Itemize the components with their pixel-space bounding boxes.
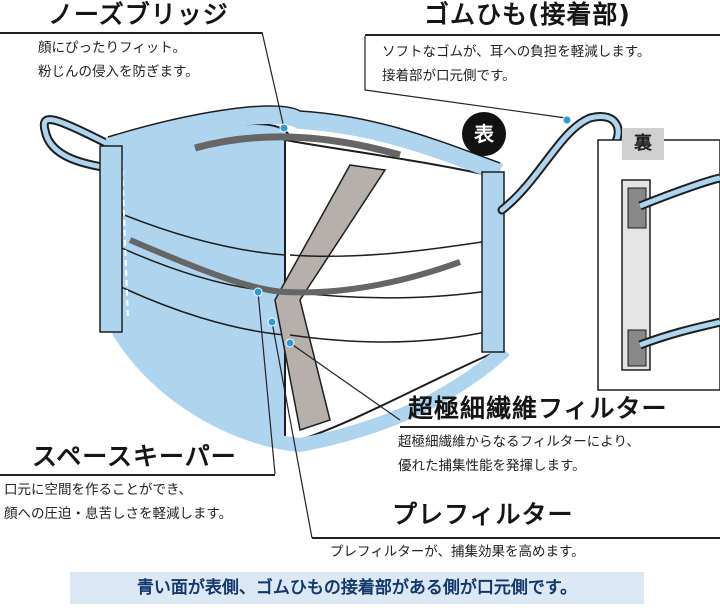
filter-band (274, 164, 387, 431)
ear-loop-line-1: ソフトなゴムが、耳への負担を軽減します。 (382, 44, 651, 60)
dot-ear-loop (562, 115, 572, 125)
dot-ultra-filter (285, 338, 295, 348)
nose-wire (194, 133, 401, 159)
ear-loop-rule (365, 34, 720, 36)
pre-filter-rule (312, 537, 720, 539)
space-keeper-rule (0, 474, 275, 476)
space-keeper-desc: 口元に空間を作ることができ、 顔への圧迫・息苦しさを軽減します。 (4, 478, 232, 526)
ultra-filter-title: 超極細繊維フィルター (408, 394, 668, 423)
ultra-filter-desc: 超極細繊維からなるフィルターにより、 優れた捕集性能を発揮します。 (398, 430, 640, 478)
leader-nose-bridge (261, 31, 285, 129)
leader-pre-filter (271, 321, 313, 539)
leader-ultra-filter (289, 342, 401, 421)
pre-filter-desc: プレフィルターが、捕集効果を高めます。 (330, 540, 585, 564)
pre-filter-title: プレフィルター (392, 500, 574, 529)
nose-bridge-title: ノーズブリッジ (48, 0, 229, 29)
ear-loop-line-2: 接着部が口元側です。 (382, 68, 516, 84)
bottom-banner: 青い面が表側、ゴムひもの接着部がある側が口元側です。 (70, 572, 644, 604)
back-badge: 裏 (622, 128, 664, 160)
dot-pre-filter (267, 317, 277, 327)
ear-loop-title: ゴムひも(接着部) (424, 0, 631, 29)
back-inset (597, 139, 720, 391)
ultra-filter-line-1: 超極細繊維からなるフィルターにより、 (398, 434, 640, 450)
ultra-filter-rule (400, 426, 720, 428)
nose-bridge-line-1: 顔にぴったりフィット。 (38, 40, 186, 56)
nose-bridge-rule (0, 32, 262, 34)
dot-space-keeper (253, 287, 263, 297)
nose-bridge-desc: 顔にぴったりフィット。 粉じんの侵入を防ぎます。 (38, 36, 199, 84)
space-keeper-title: スペースキーパー (32, 442, 237, 471)
space-keeper-line-1: 口元に空間を作ることができ、 (4, 482, 193, 498)
leader-ear-loop (364, 36, 567, 119)
leader-space-keeper (257, 291, 276, 475)
nose-bridge-line-2: 粉じんの侵入を防ぎます。 (38, 64, 199, 80)
front-badge: 表 (462, 112, 506, 156)
pre-filter-line-1: プレフィルターが、捕集効果を高めます。 (330, 544, 585, 560)
ear-loop-desc: ソフトなゴムが、耳への負担を軽減します。 接着部が口元側です。 (382, 40, 650, 88)
space-keeper-line-2: 顔への圧迫・息苦しさを軽減します。 (4, 506, 233, 522)
ultra-filter-line-2: 優れた捕集性能を発揮します。 (398, 458, 586, 474)
dot-nose-bridge (279, 123, 289, 133)
mask-body (106, 122, 293, 442)
